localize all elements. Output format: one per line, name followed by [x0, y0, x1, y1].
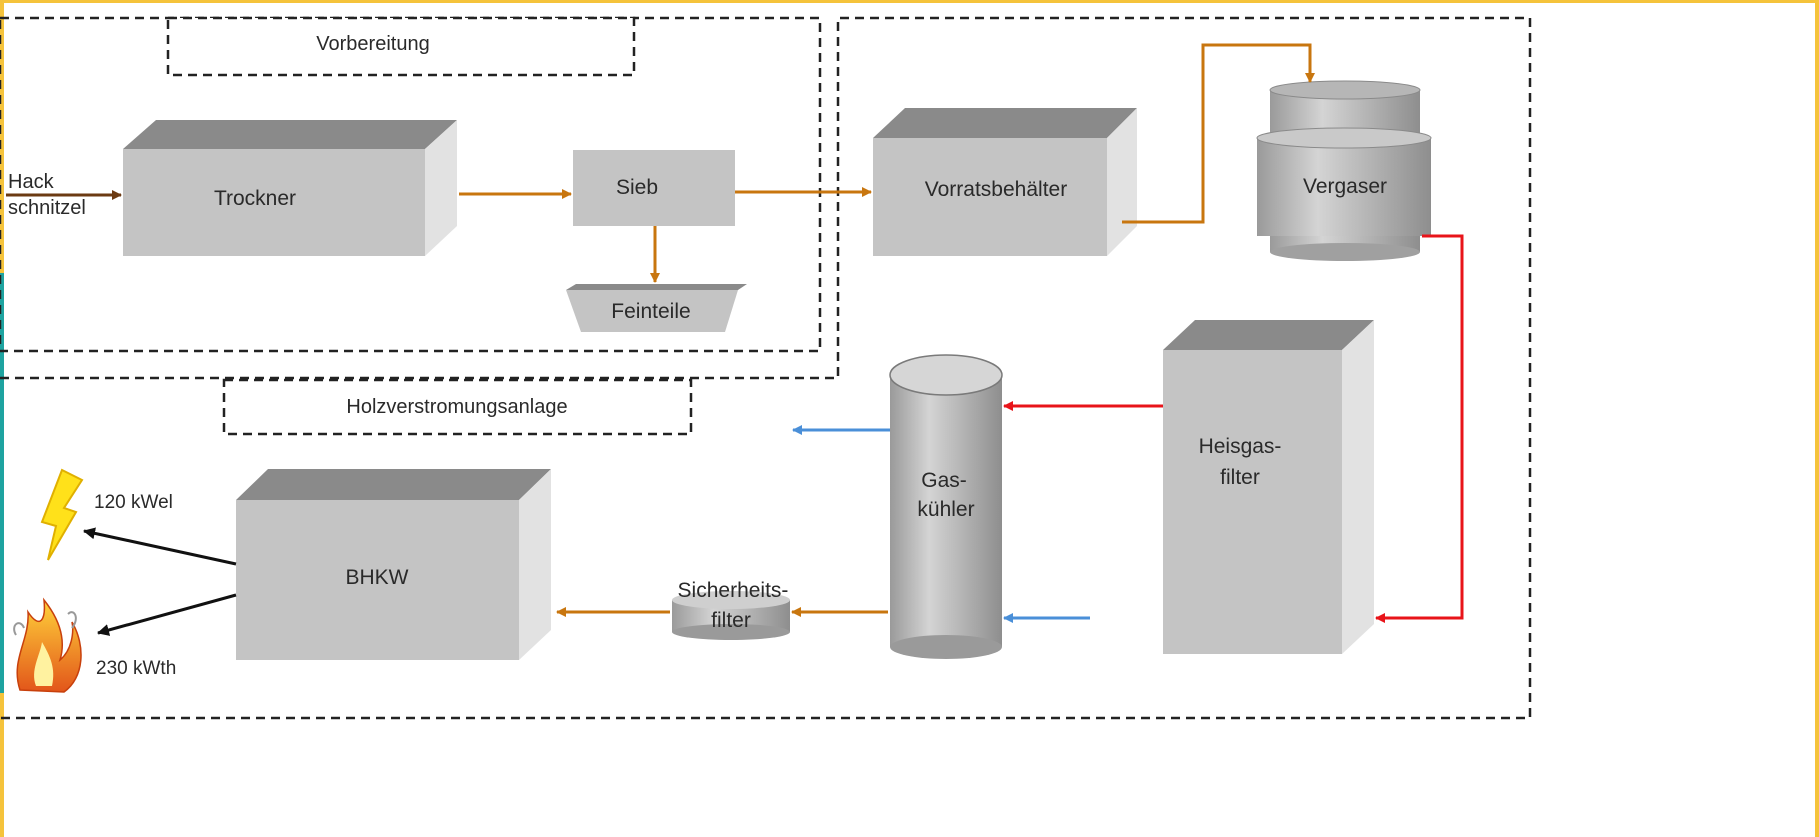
- input-label-1: Hack: [8, 171, 55, 193]
- bhkw-label: BHKW: [346, 566, 409, 589]
- feinteile-label: Feinteile: [611, 300, 690, 323]
- input-label-2: schnitzel: [8, 197, 86, 219]
- heisgasfilter-unit: Heisgas- filter: [1163, 320, 1374, 654]
- output-electric-label: 120 kWel: [94, 492, 173, 513]
- feinteile-tray: Feinteile: [566, 284, 747, 332]
- vergaser-unit: Vergaser: [1256, 80, 1432, 261]
- output-thermal-label: 230 kWth: [96, 658, 176, 679]
- heisgasfilter-label-2: filter: [1220, 466, 1260, 489]
- vorratsbehaelter-label: Vorratsbehälter: [925, 178, 1067, 201]
- trockner-label: Trockner: [214, 187, 296, 210]
- gaskuehler-label-2: kühler: [917, 498, 974, 521]
- frame-accent: [0, 273, 4, 693]
- heisgasfilter-label-1: Heisgas-: [1199, 435, 1282, 458]
- prep-section-title: Vorbereitung: [316, 33, 429, 55]
- sieb-label: Sieb: [616, 176, 658, 199]
- gaskuehler-unit: Gas- kühler: [889, 354, 1003, 659]
- plant-section-border: [0, 16, 1532, 720]
- flame-icon: [13, 597, 82, 693]
- gaskuehler-label-1: Gas-: [921, 469, 967, 492]
- sicherheitsfilter-unit: Sicherheits- filter: [672, 579, 790, 640]
- plant-section-title: Holzverstromungsanlage: [346, 396, 567, 418]
- lightning-icon: [40, 468, 84, 561]
- bhkw-unit: BHKW: [236, 469, 551, 660]
- sieb-unit: Sieb: [573, 150, 735, 226]
- vorratsbehaelter-unit: Vorratsbehälter: [873, 108, 1137, 256]
- flow-vorrat-vergaser: [1122, 43, 1315, 224]
- flow-vergaser-heisgasfilter: [1375, 234, 1464, 623]
- plant-title-box: [222, 378, 693, 436]
- prep-title-box: [166, 16, 636, 77]
- sicherheitsfilter-label-1: Sicherheits-: [678, 579, 789, 602]
- vergaser-label: Vergaser: [1303, 175, 1387, 198]
- output-electric-arrow: [83, 527, 237, 566]
- trockner-unit: Trockner: [123, 120, 457, 256]
- sicherheitsfilter-label-2: filter: [711, 609, 751, 632]
- output-thermal-arrow: [97, 593, 237, 636]
